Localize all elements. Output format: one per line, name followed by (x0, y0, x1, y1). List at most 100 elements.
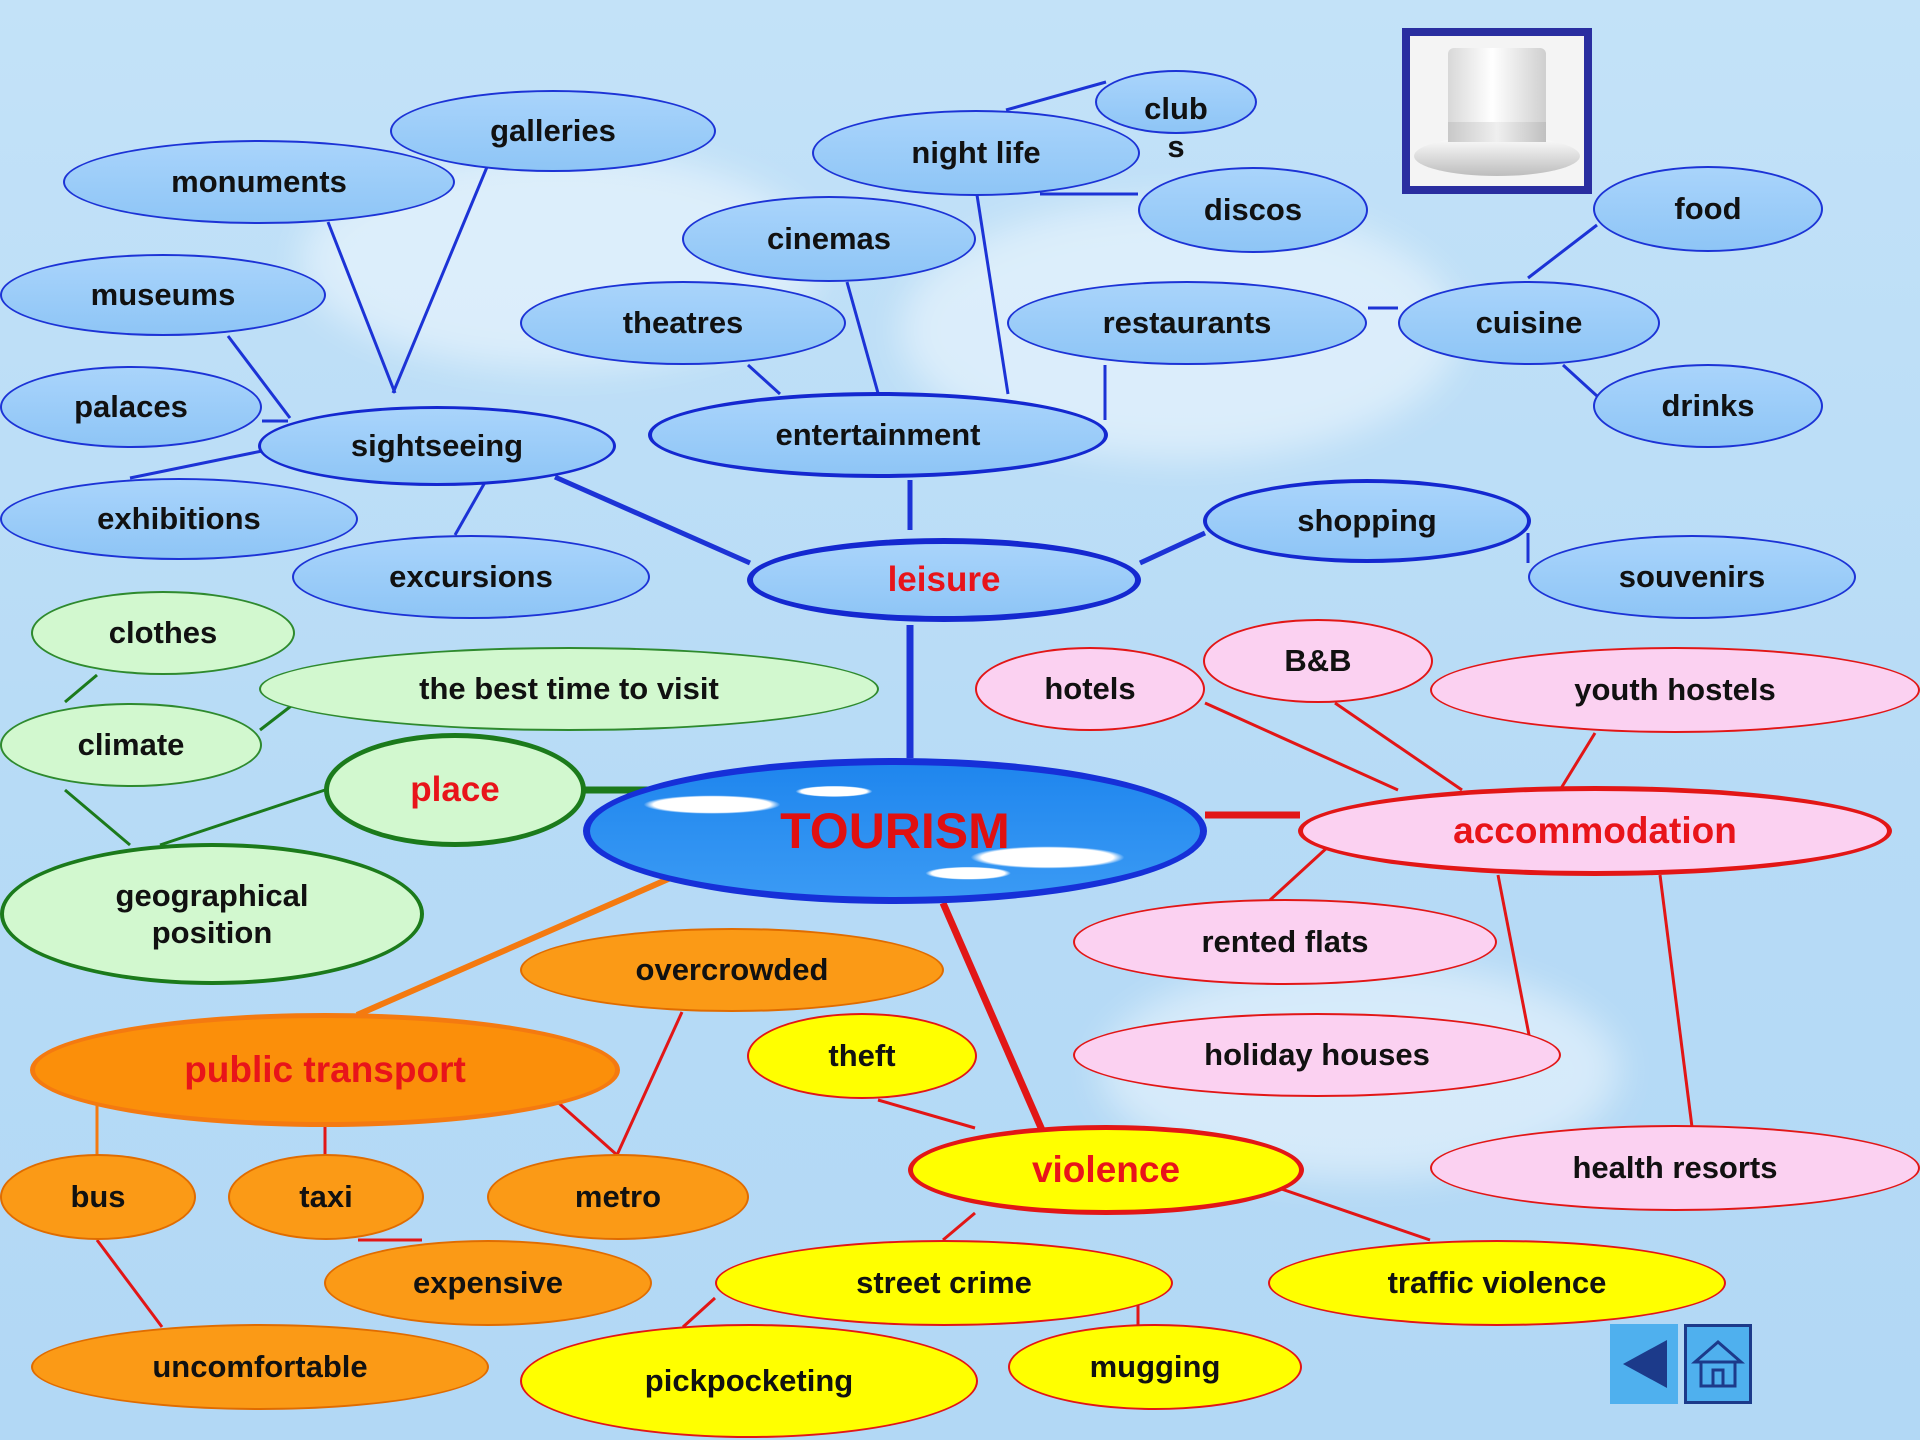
climate-label: climate (77, 727, 185, 763)
tourism-center-node[interactable]: TOURISM (583, 758, 1207, 904)
violence-node[interactable]: violence (908, 1125, 1304, 1215)
discos-label: discos (1203, 192, 1303, 228)
excursions-node[interactable]: excursions (292, 535, 650, 619)
exhibitions-node[interactable]: exhibitions (0, 478, 358, 560)
youth-hostels-node[interactable]: youth hostels (1430, 647, 1920, 733)
excursions-label: excursions (389, 559, 553, 595)
back-arrow-icon (1623, 1340, 1667, 1388)
theatres-node[interactable]: theatres (520, 281, 846, 365)
food-label: food (1674, 191, 1742, 227)
transport-connectors (95, 870, 684, 1328)
mugging-label: mugging (1089, 1349, 1221, 1385)
cuisine-label: cuisine (1475, 305, 1583, 341)
exhibitions-label: exhibitions (97, 501, 261, 537)
expensive-node[interactable]: expensive (324, 1240, 652, 1326)
place-node[interactable]: place (324, 733, 586, 847)
violence-label: violence (1031, 1148, 1181, 1190)
accommodation-node[interactable]: accommodation (1298, 786, 1892, 876)
bnb-label: B&B (1284, 643, 1352, 679)
cuisine-node[interactable]: cuisine (1398, 281, 1660, 365)
taxi-label: taxi (299, 1179, 353, 1215)
climate-node[interactable]: climate (0, 703, 262, 787)
rented-flats-label: rented flats (1201, 924, 1369, 960)
discos-node[interactable]: discos (1138, 167, 1368, 253)
night-life-label: night life (911, 135, 1041, 171)
theatres-label: theatres (622, 305, 744, 341)
monuments-node[interactable]: monuments (63, 140, 455, 224)
bus-node[interactable]: bus (0, 1154, 196, 1240)
top-hat-picture (1402, 28, 1592, 194)
leisure-label: leisure (887, 560, 1001, 599)
theft-label: theft (828, 1038, 896, 1074)
drinks-label: drinks (1661, 388, 1755, 424)
back-button[interactable] (1610, 1324, 1678, 1404)
traffic-violence-label: traffic violence (1387, 1265, 1607, 1301)
violence-connectors (681, 901, 1431, 1329)
youth-hostels-label: youth hostels (1574, 672, 1776, 708)
museums-label: museums (90, 277, 236, 313)
clubs-label-line1: club (1144, 91, 1208, 126)
overcrowded-label: overcrowded (635, 952, 829, 988)
accommodation-label: accommodation (1453, 809, 1737, 851)
cinemas-node[interactable]: cinemas (682, 196, 976, 282)
street-crime-node[interactable]: street crime (715, 1240, 1173, 1326)
rented-flats-node[interactable]: rented flats (1073, 899, 1497, 985)
taxi-node[interactable]: taxi (228, 1154, 424, 1240)
monuments-label: monuments (171, 164, 347, 200)
hotels-label: hotels (1044, 671, 1136, 707)
clubs-label-line2: s (1167, 129, 1185, 164)
uncomfortable-node[interactable]: uncomfortable (31, 1324, 489, 1410)
accommodation-connectors (1204, 701, 1694, 1128)
sightseeing-label: sightseeing (350, 428, 524, 464)
the-best-time-label: the best time to visit (419, 671, 719, 707)
home-button[interactable] (1684, 1324, 1752, 1404)
shopping-node[interactable]: shopping (1203, 479, 1531, 563)
bus-label: bus (70, 1179, 126, 1215)
geographical-position-line1: geographical (115, 877, 309, 913)
public-transport-node[interactable]: public transport (30, 1013, 620, 1127)
hotels-node[interactable]: hotels (975, 647, 1205, 731)
night-life-node[interactable]: night life (812, 110, 1140, 196)
shopping-label: shopping (1297, 503, 1437, 539)
uncomfortable-label: uncomfortable (152, 1349, 368, 1385)
museums-node[interactable]: museums (0, 254, 326, 336)
tourism-label: TOURISM (780, 803, 1010, 859)
health-resorts-node[interactable]: health resorts (1430, 1125, 1920, 1211)
galleries-node[interactable]: galleries (390, 90, 716, 172)
clothes-label: clothes (108, 615, 218, 651)
bnb-node[interactable]: B&B (1203, 619, 1433, 703)
palaces-node[interactable]: palaces (0, 366, 262, 448)
food-node[interactable]: food (1593, 166, 1823, 252)
restaurants-label: restaurants (1102, 305, 1272, 341)
sightseeing-node[interactable]: sightseeing (258, 406, 616, 486)
expensive-label: expensive (413, 1265, 563, 1301)
entertainment-label: entertainment (775, 417, 981, 453)
entertainment-node[interactable]: entertainment (648, 392, 1108, 478)
theft-node[interactable]: theft (747, 1013, 977, 1099)
pickpocketing-node[interactable]: pickpocketing (520, 1324, 978, 1438)
pickpocketing-label: pickpocketing (644, 1363, 854, 1399)
public-transport-label: public transport (184, 1048, 466, 1090)
leisure-node[interactable]: leisure (747, 538, 1141, 622)
health-resorts-label: health resorts (1572, 1150, 1778, 1186)
souvenirs-label: souvenirs (1618, 559, 1766, 595)
mugging-node[interactable]: mugging (1008, 1324, 1302, 1410)
souvenirs-node[interactable]: souvenirs (1528, 535, 1856, 619)
metro-node[interactable]: metro (487, 1154, 749, 1240)
restaurants-node[interactable]: restaurants (1007, 281, 1367, 365)
home-icon (1691, 1340, 1745, 1388)
clothes-node[interactable]: clothes (31, 591, 295, 675)
place-label: place (410, 770, 500, 809)
geographical-position-line2: position (151, 915, 273, 950)
holiday-houses-node[interactable]: holiday houses (1073, 1013, 1561, 1097)
cinemas-label: cinemas (766, 221, 892, 257)
overcrowded-node[interactable]: overcrowded (520, 928, 944, 1012)
the-best-time-node[interactable]: the best time to visit (259, 647, 879, 731)
galleries-label: galleries (490, 113, 616, 149)
traffic-violence-node[interactable]: traffic violence (1268, 1240, 1726, 1326)
drinks-node[interactable]: drinks (1593, 364, 1823, 448)
